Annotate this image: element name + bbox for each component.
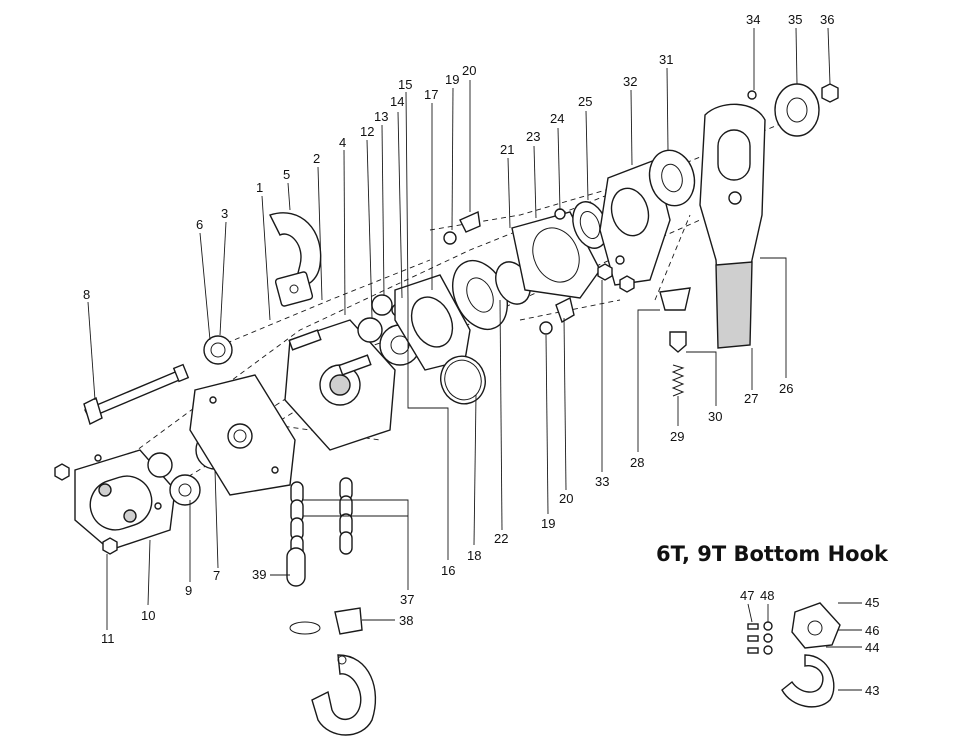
part-bottom-hook [289,607,377,736]
callout-28: 28 [630,455,644,470]
callout-22: 22 [494,531,508,546]
callout-9: 9 [185,583,192,598]
inset-bottom-hook [747,602,841,708]
part-top-hook [269,212,322,307]
callout-38: 38 [399,613,413,628]
callout-7: 7 [213,568,220,583]
callout-29: 29 [670,429,684,444]
part-lever-handle [699,103,766,349]
callout-43: 43 [865,683,879,698]
part-nut-left [54,463,70,481]
part-washers [554,201,608,249]
callout-13: 13 [374,109,388,124]
callout-14: 14 [390,94,404,109]
callout-16: 16 [441,563,455,578]
part-flange-plate [394,274,471,371]
callout-45: 45 [865,595,879,610]
callout-8: 8 [83,287,90,302]
leader-lines [87,27,862,691]
callout-39: 39 [252,567,266,582]
callout-30: 30 [708,409,722,424]
callout-34: 34 [746,12,760,27]
callout-20-bottom: 20 [559,491,573,506]
part-handwheel-gear [648,149,696,207]
callout-47: 47 [740,588,754,603]
callout-27: 27 [744,391,758,406]
callout-26: 26 [779,381,793,396]
part-pawls [443,210,575,335]
callout-2: 2 [313,151,320,166]
callout-46: 46 [865,623,879,638]
callout-35: 35 [788,12,802,27]
callout-20-top: 20 [462,63,476,78]
part-nuts-33 [597,263,635,293]
part-frame-plate [284,319,396,451]
callout-31: 31 [659,52,673,67]
inset-title: 6T, 9T Bottom Hook [656,542,889,566]
part-nut-11 [102,537,118,555]
callout-36: 36 [820,12,834,27]
callout-numbers: 1 2 3 4 5 6 7 8 9 10 11 12 13 14 15 16 1… [83,12,879,698]
part-load-chain [286,477,353,587]
callout-37: 37 [400,592,414,607]
callout-32: 32 [623,74,637,89]
part-snap-ring [440,355,486,405]
part-gear-cover [74,449,176,551]
part-hub-assembly [747,83,839,137]
callout-18: 18 [467,548,481,563]
callout-3: 3 [221,206,228,221]
part-housing [599,159,671,286]
callout-19-top: 19 [445,72,459,87]
callout-21: 21 [500,142,514,157]
callout-44: 44 [865,640,879,655]
part-side-plate [189,374,296,496]
callout-24: 24 [550,111,564,126]
part-bearing-3 [203,335,233,365]
callout-17: 17 [424,87,438,102]
part-drive-shaft [83,363,190,425]
part-ratchet-gear [452,260,531,330]
callout-33: 33 [595,474,609,489]
callout-23: 23 [526,129,540,144]
callout-6: 6 [196,217,203,232]
callout-5: 5 [283,167,290,182]
callout-19-bottom: 19 [541,516,555,531]
callout-4: 4 [339,135,346,150]
part-selector-pawl [659,287,691,397]
callout-11: 11 [101,631,115,646]
callout-1: 1 [256,180,263,195]
callout-12: 12 [360,124,374,139]
callout-10: 10 [141,608,155,623]
callout-48: 48 [760,588,774,603]
callout-25: 25 [578,94,592,109]
callout-15: 15 [398,77,412,92]
